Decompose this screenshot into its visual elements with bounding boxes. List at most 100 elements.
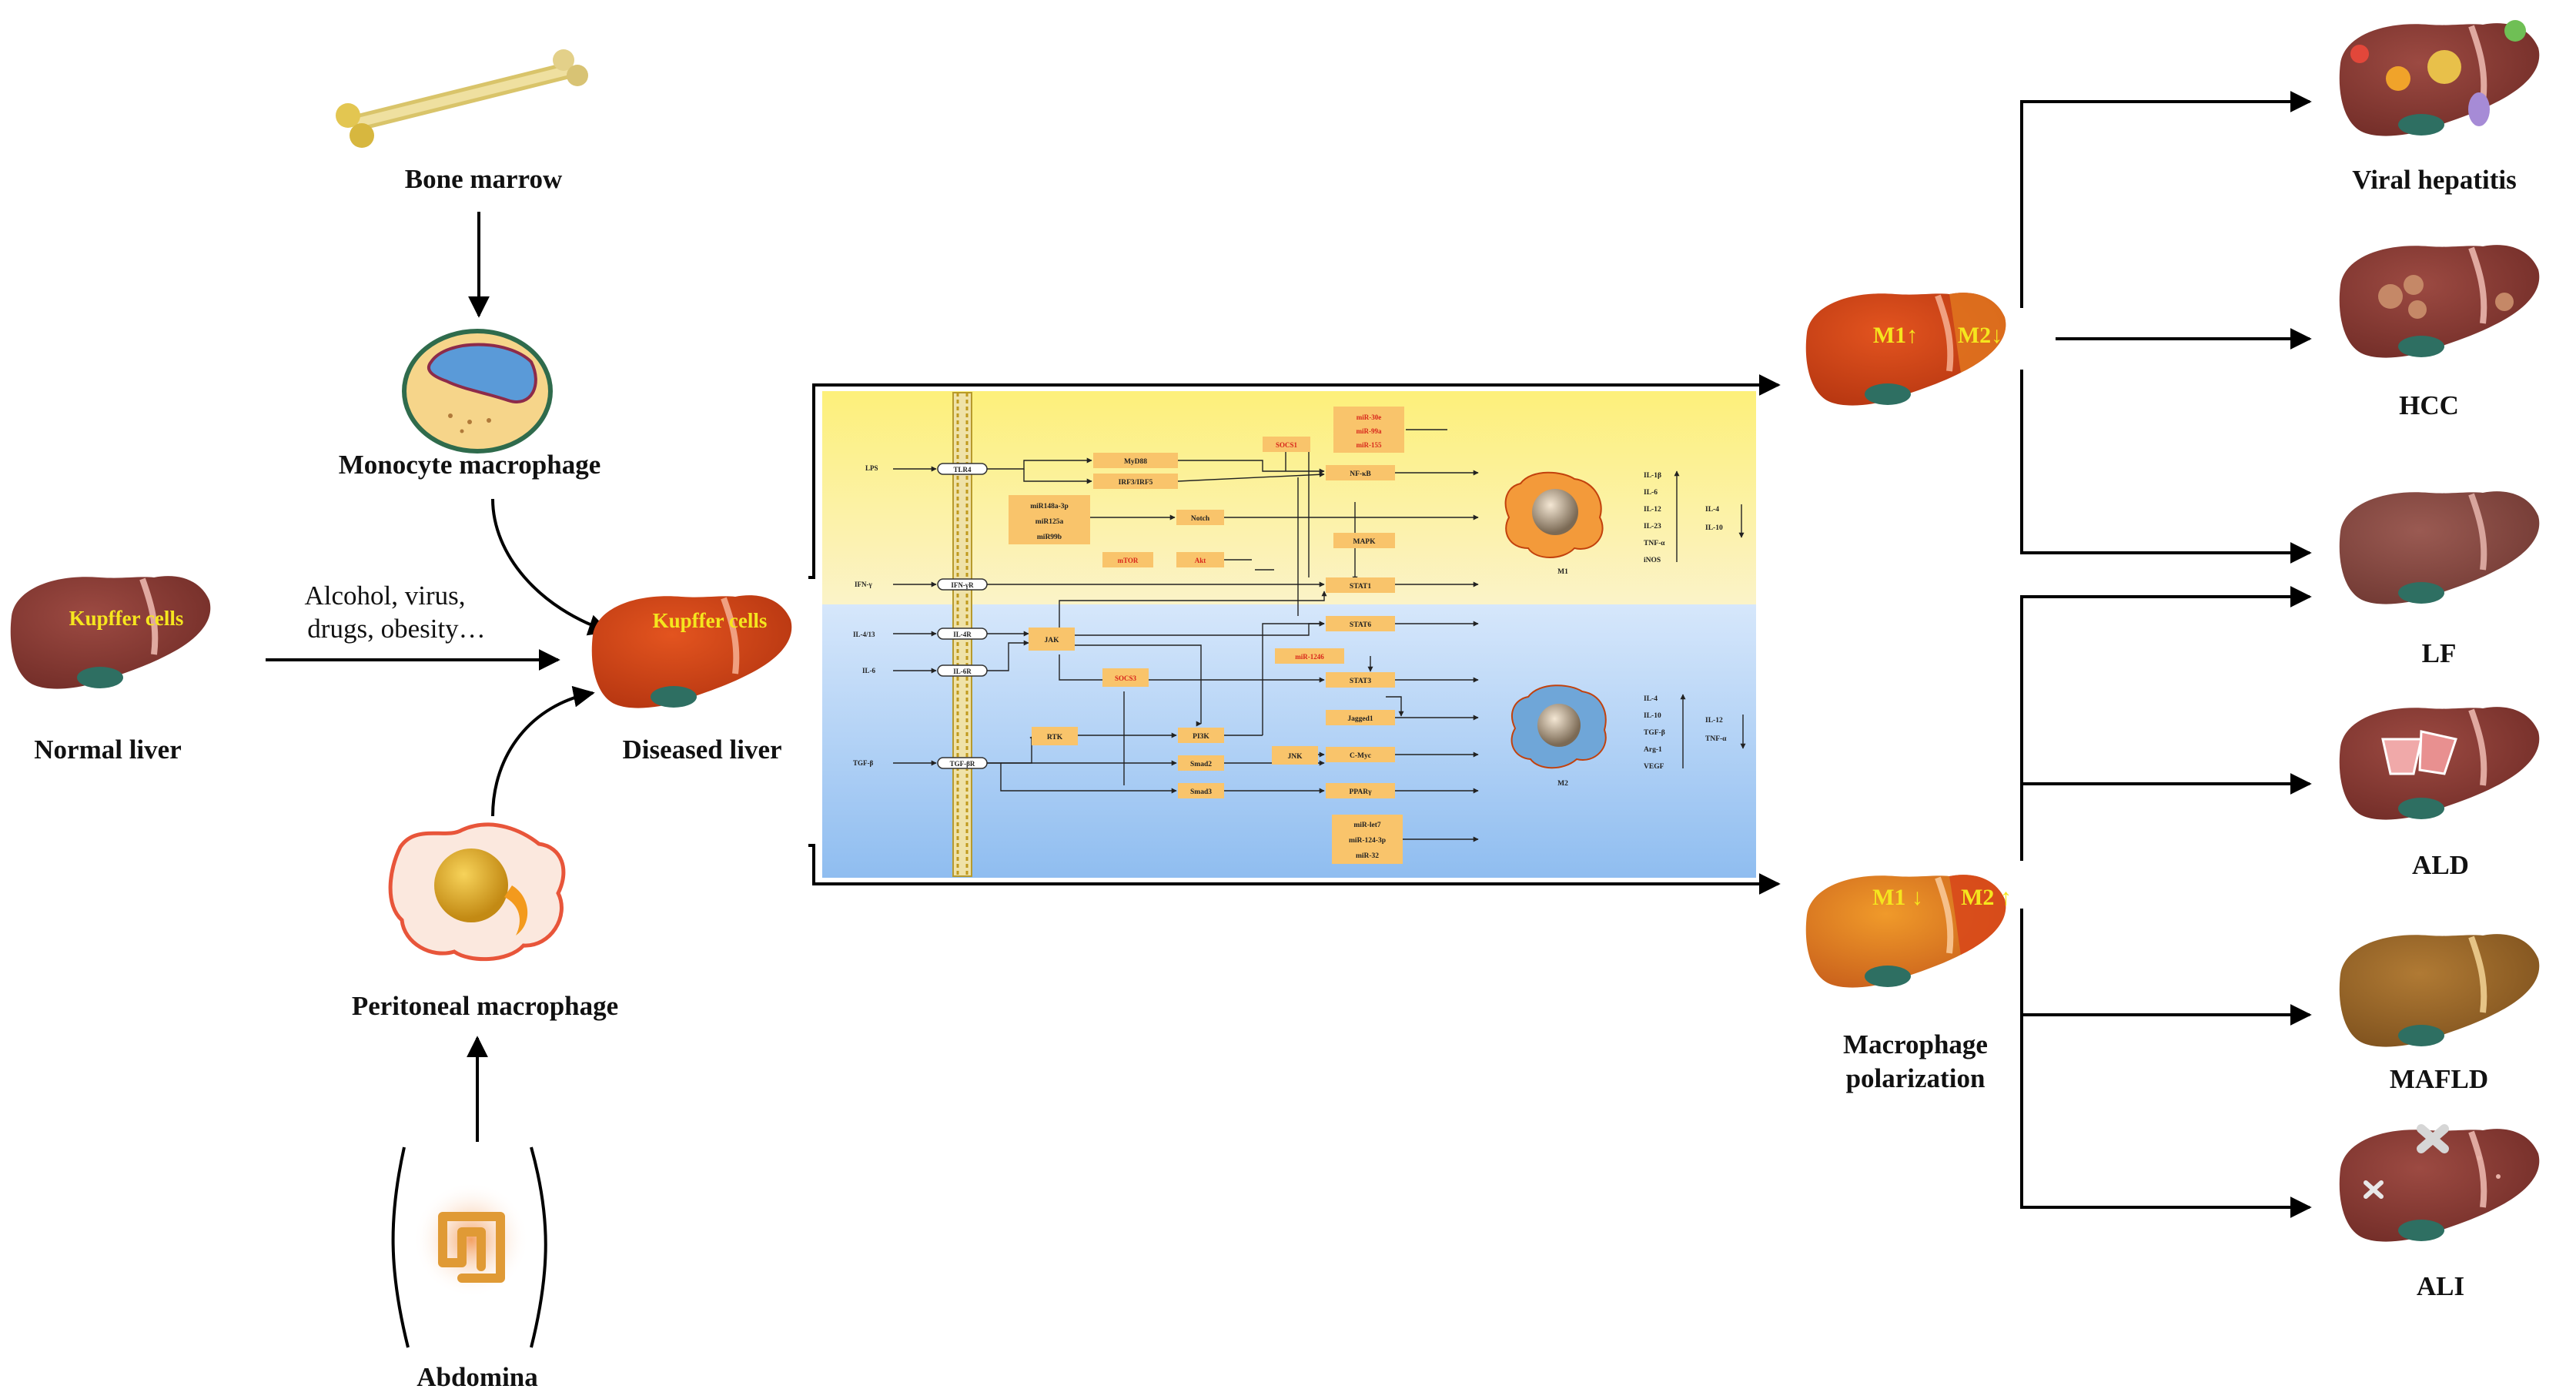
normal-liver-kupffer-label: Kupffer cells xyxy=(69,607,184,630)
m1-macrophage-cell xyxy=(1504,471,1604,558)
svg-text:Smad2: Smad2 xyxy=(1190,761,1212,768)
svg-text:IL-12: IL-12 xyxy=(1705,717,1723,725)
svg-text:iNOS: iNOS xyxy=(1644,557,1661,564)
svg-text:IL-4R: IL-4R xyxy=(953,631,972,638)
bottom-m1-label: M1 ↓ xyxy=(1872,885,1923,910)
node-c-myc: C-Myc xyxy=(1326,747,1395,762)
svg-text:MyD88: MyD88 xyxy=(1124,458,1147,466)
m2-branch-arrows xyxy=(2020,586,2312,1218)
normal-liver-icon xyxy=(10,576,211,689)
svg-text:IL-10: IL-10 xyxy=(1705,524,1723,532)
node-stat6: STAT6 xyxy=(1326,616,1395,631)
svg-text:TGF-β: TGF-β xyxy=(1644,729,1665,737)
node-jak: JAK xyxy=(1029,628,1075,651)
svg-text:JAK: JAK xyxy=(1045,637,1060,644)
outcome-viral-hepatitis: Viral hepatitis xyxy=(2352,165,2517,195)
diseased-liver-icon xyxy=(591,595,792,708)
svg-text:NF-κB: NF-κB xyxy=(1350,470,1371,478)
ligand-tgf-beta: TGF-β xyxy=(853,759,873,767)
node-stat3: STAT3 xyxy=(1326,672,1395,688)
svg-text:miR99b: miR99b xyxy=(1037,534,1062,541)
node-stat1: STAT1 xyxy=(1326,577,1395,593)
svg-text:C-Myc: C-Myc xyxy=(1350,752,1371,760)
svg-text:IL-6R: IL-6R xyxy=(953,668,972,675)
m2-label: M2 xyxy=(1557,780,1568,788)
node-mirna-group-1: miR148a-3p miR125a miR99b xyxy=(1009,495,1090,544)
svg-text:IL-4: IL-4 xyxy=(1705,506,1719,514)
node-smad3: Smad3 xyxy=(1178,783,1224,798)
svg-text:IFN-γR: IFN-γR xyxy=(951,581,974,589)
abdomina-label: Abdomina xyxy=(417,1362,538,1389)
node-mirna-bottom: miR-let7 miR-124-3p miR-32 xyxy=(1332,815,1403,864)
node-rtk: RTK xyxy=(1032,727,1078,745)
svg-text:miR148a-3p: miR148a-3p xyxy=(1030,503,1069,510)
receptor-tlr4: TLR4 xyxy=(937,463,988,475)
diseased-liver-kupffer-label: Kupffer cells xyxy=(653,609,768,632)
svg-text:miR-1246: miR-1246 xyxy=(1295,653,1324,661)
polarization-label-line-2: polarization xyxy=(1846,1063,1986,1093)
svg-text:VEGF: VEGF xyxy=(1644,763,1664,771)
svg-text:IL-10: IL-10 xyxy=(1644,712,1661,720)
peritoneal-macrophage-label: Peritoneal macrophage xyxy=(352,991,618,1021)
normal-liver-label: Normal liver xyxy=(34,735,181,765)
triggers-line-1: Alcohol, virus, xyxy=(304,581,465,611)
svg-text:TNF-α: TNF-α xyxy=(1705,735,1727,743)
node-mtor: mTOR xyxy=(1102,552,1153,567)
m1-dominant-liver-icon xyxy=(1805,293,2006,406)
svg-text:miR-99a: miR-99a xyxy=(1357,427,1382,435)
m1-branch-arrows xyxy=(2020,91,2312,564)
m1-cytokines-down: IL-4 IL-10 xyxy=(1705,506,1723,532)
hcc-liver-icon xyxy=(2339,245,2540,358)
node-nf-kb: NF-κB xyxy=(1326,465,1395,480)
node-jagged1: Jagged1 xyxy=(1326,710,1395,725)
svg-text:Notch: Notch xyxy=(1191,515,1210,523)
bottom-m2-label: M2 ↑ xyxy=(1961,885,2012,910)
svg-text:SOCS1: SOCS1 xyxy=(1276,441,1298,449)
node-irf3-irf5: IRF3/IRF5 xyxy=(1093,474,1178,489)
m2-cytokines-down: IL-12 TNF-α xyxy=(1705,717,1727,743)
svg-text:IL-1β: IL-1β xyxy=(1644,472,1661,480)
monocyte-cell-icon xyxy=(402,329,553,454)
arrow-to-m2-liver xyxy=(808,844,1781,895)
m1-label: M1 xyxy=(1557,568,1568,576)
node-akt: Akt xyxy=(1176,552,1224,567)
svg-text:Jagged1: Jagged1 xyxy=(1347,715,1373,723)
mafld-liver-icon xyxy=(2339,934,2540,1047)
bone-marrow-label: Bone marrow xyxy=(405,164,563,194)
monocyte-macrophage-label: Monocyte macrophage xyxy=(339,450,601,480)
node-pi3k: PI3K xyxy=(1178,728,1224,743)
diseased-liver-label: Diseased liver xyxy=(622,735,781,765)
svg-text:STAT3: STAT3 xyxy=(1350,678,1371,685)
svg-text:mTOR: mTOR xyxy=(1118,557,1139,564)
viral-hepatitis-liver-icon xyxy=(2339,20,2540,136)
arrow-monocyte-to-diseased xyxy=(491,498,611,636)
outcome-ali: ALI xyxy=(2417,1271,2464,1301)
m1-cytokines-up: IL-1β IL-6 IL-12 IL-23 TNF-α iNOS xyxy=(1644,472,1665,564)
svg-text:IL-23: IL-23 xyxy=(1644,523,1661,530)
svg-text:IL-4: IL-4 xyxy=(1644,695,1658,703)
outcome-mafld: MAFLD xyxy=(2390,1064,2488,1094)
lf-liver-icon xyxy=(2339,491,2540,604)
signaling-pathway-panel: LPS IFN-γ IL-4/13 IL-6 TGF-β TLR4 IFN-γR… xyxy=(822,391,1756,878)
svg-text:Akt: Akt xyxy=(1195,557,1206,564)
abdomen-icon xyxy=(391,1146,547,1348)
svg-text:miR125a: miR125a xyxy=(1035,518,1064,526)
receptor-il-6r: IL-6R xyxy=(937,664,988,677)
peritoneal-macrophage-icon xyxy=(388,822,566,962)
node-socs3: SOCS3 xyxy=(1102,668,1149,687)
triggers-line-2: drugs, obesity… xyxy=(307,614,485,644)
svg-text:SOCS3: SOCS3 xyxy=(1115,674,1137,682)
top-m1-label: M1↑ xyxy=(1873,323,1918,348)
svg-text:PI3K: PI3K xyxy=(1193,733,1209,741)
svg-text:Arg-1: Arg-1 xyxy=(1644,746,1662,754)
svg-text:MAPK: MAPK xyxy=(1353,538,1376,546)
svg-text:IRF3/IRF5: IRF3/IRF5 xyxy=(1119,479,1153,487)
arrow-to-m1-liver xyxy=(808,374,1781,579)
svg-text:miR-124-3p: miR-124-3p xyxy=(1349,837,1386,845)
bone-icon xyxy=(336,49,588,148)
top-m2-label: M2↓ xyxy=(1958,323,2002,348)
svg-text:IL-6: IL-6 xyxy=(1644,489,1658,497)
svg-text:IL-12: IL-12 xyxy=(1644,506,1661,514)
m2-cytokines-up: IL-4 IL-10 TGF-β Arg-1 VEGF xyxy=(1644,695,1665,771)
